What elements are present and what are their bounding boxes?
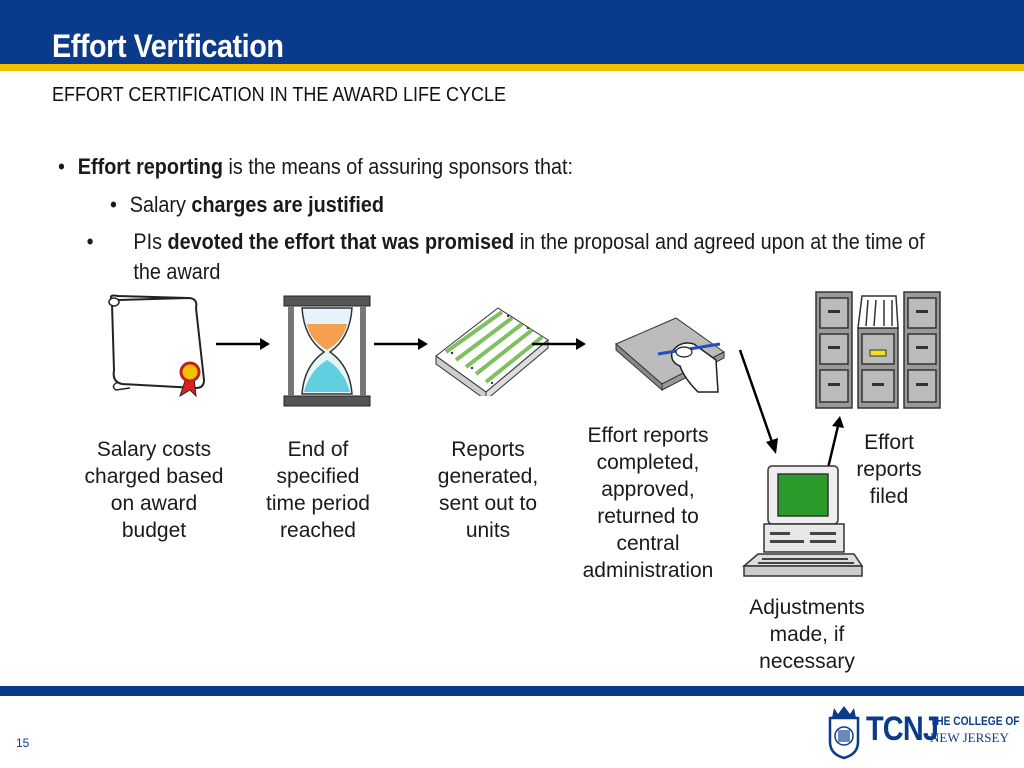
- bullet-text: Salary: [129, 192, 192, 217]
- hourglass-icon: [283, 295, 371, 407]
- caption-reports-filed: Effort reports filed: [856, 431, 922, 508]
- flow-arrow: [374, 338, 428, 350]
- bullet-effort-reporting: • Effort reporting is the means of assuri…: [58, 152, 573, 182]
- bullet-bold-text: Effort reporting: [77, 154, 223, 179]
- sub-bullet-pis: • PIs devoted the effort that was promise…: [86, 227, 956, 287]
- logo-abbrev: TCNJ: [866, 710, 939, 748]
- bullet-bold-text: devoted the effort that was promised: [167, 229, 515, 254]
- flow-arrow: [532, 338, 586, 350]
- flow-arrow: [216, 338, 270, 350]
- page-subtitle: EFFORT CERTIFICATION IN THE AWARD LIFE C…: [52, 84, 507, 106]
- footer-bar: [0, 686, 1024, 696]
- sub-bullet-salary: • Salary charges are justified: [110, 190, 384, 220]
- caption-end-of-period: End of specified time period reached: [266, 438, 370, 542]
- header-accent-stripe: [0, 64, 1024, 71]
- header-bar: [0, 0, 1024, 64]
- caption-reports-generated: Reports generated, sent out to units: [437, 438, 539, 542]
- caption-reports-completed: Effort reports completed, approved, retu…: [582, 424, 714, 582]
- bullet-marker: •: [58, 154, 65, 179]
- bullet-text: PIs: [133, 229, 168, 254]
- logo-line2: NEW JERSEY: [930, 730, 1009, 745]
- flow-arrow: [738, 349, 778, 454]
- bullet-marker: •: [110, 192, 117, 217]
- tcnj-logo: TCNJ THE COLLEGE OF NEW JERSEY: [826, 704, 1020, 760]
- tcnj-seal-icon: [828, 706, 860, 760]
- flow-arrow: [826, 416, 844, 469]
- bullet-text: is the means of assuring sponsors that:: [222, 154, 573, 179]
- bullet-marker: •: [86, 229, 94, 254]
- printed-reports-icon: [435, 307, 549, 396]
- writing-hand-icon: [615, 317, 725, 393]
- caption-adjustments: Adjustments made, if necessary: [749, 596, 865, 673]
- caption-salary-costs: Salary costs charged based on award budg…: [84, 438, 224, 542]
- page-number: 15: [16, 736, 30, 750]
- logo-line1: THE COLLEGE OF: [930, 714, 1020, 728]
- computer-terminal-icon: [741, 465, 864, 577]
- bullet-bold-text: charges are justified: [191, 192, 385, 217]
- page-title: Effort Verification: [52, 28, 284, 64]
- award-certificate-icon: [108, 294, 206, 398]
- filing-cabinet-icon: [815, 291, 941, 409]
- bullet-text: in the proposal and agreed upon at the t…: [133, 229, 925, 284]
